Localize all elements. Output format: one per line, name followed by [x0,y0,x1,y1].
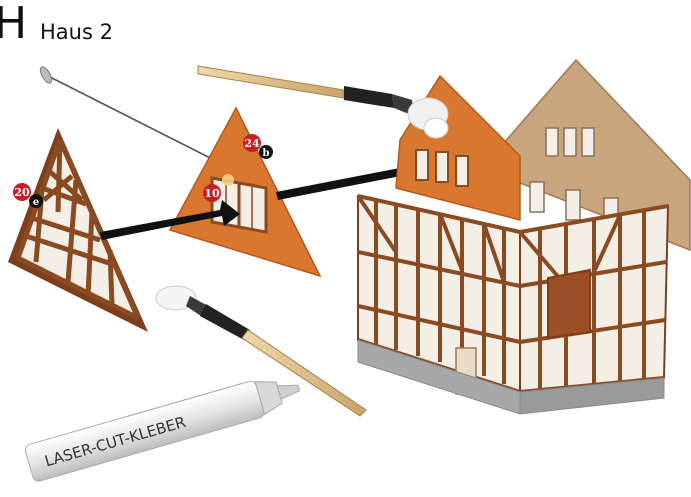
callout-letter: b [263,148,270,159]
callout-10: 10 [203,184,221,202]
glue-tube: LASER-CUT-KLEBER [24,369,304,483]
callout-number: 20 [14,186,30,199]
callout-number: 24 [244,137,260,150]
callout-letter: e [33,197,39,208]
callout-number: 10 [204,187,220,200]
